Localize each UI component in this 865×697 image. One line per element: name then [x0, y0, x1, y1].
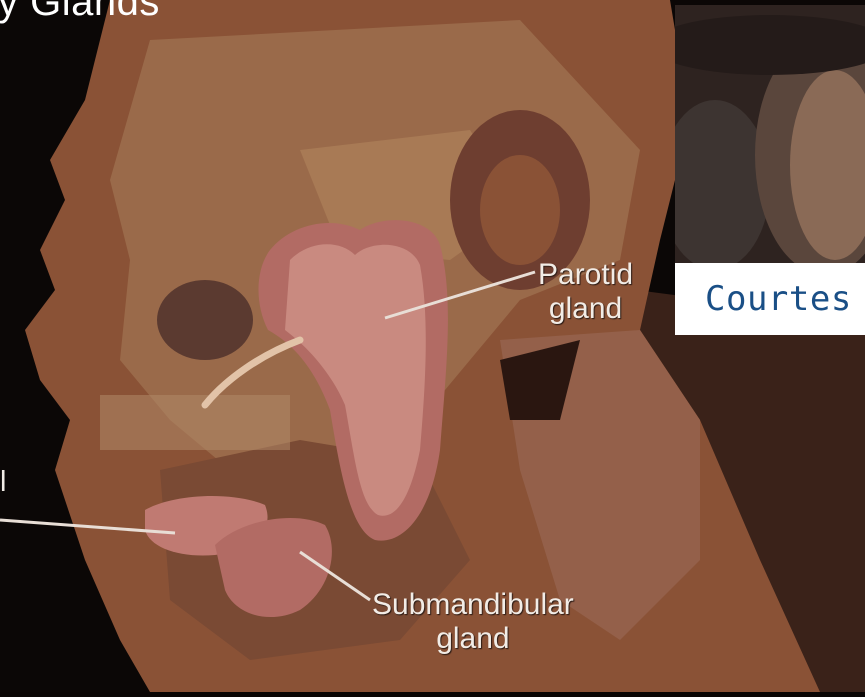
- cropped-gland-label: l: [0, 466, 6, 499]
- inset-photo-art: [675, 5, 865, 263]
- inset-photo: [675, 5, 865, 263]
- submandibular-gland-label: Submandibular gland: [372, 588, 574, 655]
- inset-caption: Courtes: [705, 279, 852, 319]
- inset-photo-panel: Courtes: [675, 5, 865, 335]
- parotid-gland-label: Parotid gland: [538, 258, 633, 325]
- figure-title-fragment: y Glands: [0, 0, 160, 25]
